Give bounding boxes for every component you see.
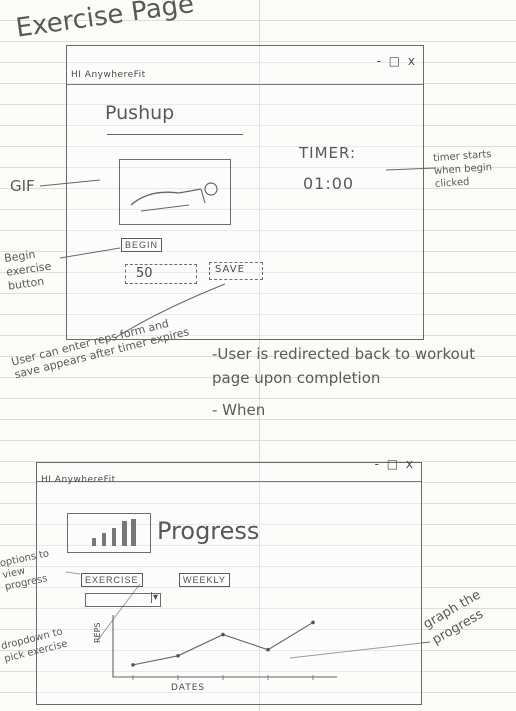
reps-input[interactable]: 50	[125, 264, 197, 284]
exercise-dropdown[interactable]: ▾	[85, 592, 161, 607]
progress-app-title: HI AnywhereFit	[41, 475, 116, 485]
data-point	[176, 653, 180, 658]
progress-window-controls[interactable]: - □ x	[374, 457, 415, 471]
data-point	[221, 632, 225, 637]
chevron-down-icon: ▾	[150, 592, 158, 603]
annotation-timer: timer starts when begin clicked	[432, 149, 493, 191]
chart-axes	[112, 615, 337, 678]
annotation-redirect: -User is redirected back to workout page…	[212, 345, 476, 387]
window-controls[interactable]: - □ x	[376, 54, 417, 68]
weekly-view-button[interactable]: WEEKLY	[179, 573, 230, 587]
exercise-name: Pushup	[105, 102, 175, 124]
app-title: HI AnywhereFit	[71, 70, 146, 80]
data-point	[311, 620, 315, 625]
chart-ylabel: REPS	[93, 622, 102, 643]
chart-xlabel: DATES	[171, 683, 206, 693]
progress-window-titlebar: HI AnywhereFit - □ x	[37, 457, 421, 485]
progress-window: HI AnywhereFit - □ x Progress EXERCISE W…	[36, 457, 422, 705]
timer-label: TIMER:	[299, 144, 357, 162]
data-point	[266, 647, 270, 652]
exercise-view-button[interactable]: EXERCISE	[81, 573, 143, 587]
timer-value: 01:00	[303, 174, 355, 193]
bar-chart-icon	[92, 519, 136, 546]
exercise-gif	[107, 134, 243, 257]
exercise-window-titlebar: HI AnywhereFit - □ x	[67, 54, 423, 85]
begin-button[interactable]: BEGIN	[121, 238, 163, 252]
progress-heading: Progress	[157, 517, 260, 545]
progress-chart	[112, 615, 337, 680]
annotation-begin: Begin exercise button	[3, 247, 53, 293]
exercise-window: HI AnywhereFit - □ x Pushup TIMER: 01:00…	[66, 45, 424, 340]
progress-chart-icon	[67, 513, 151, 553]
gif-frame	[119, 159, 231, 225]
data-point	[131, 663, 135, 667]
pushup-figure-icon	[130, 182, 218, 212]
save-label: SAVE	[215, 264, 245, 275]
series-line	[132, 621, 314, 666]
reps-value: 50	[136, 266, 153, 281]
annotation-gif: GIF	[10, 177, 35, 195]
annotation-when: - When	[212, 401, 266, 419]
save-button[interactable]: SAVE	[209, 262, 263, 280]
